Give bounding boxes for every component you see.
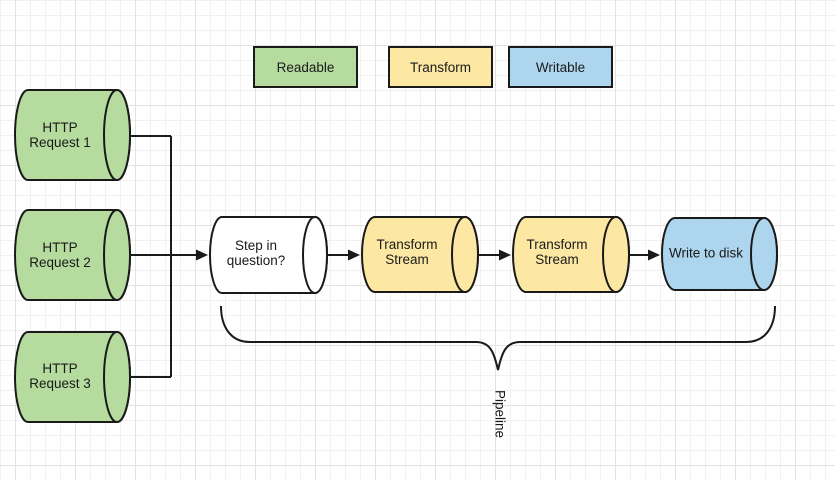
arrowheads: [196, 249, 660, 261]
arrowhead-to-disk: [648, 249, 660, 261]
pipeline-label: Pipeline: [492, 389, 508, 439]
node-http-request-2[interactable]: [14, 209, 131, 301]
node-http-request-3[interactable]: [14, 331, 131, 423]
node-transform-stream-2[interactable]: [512, 216, 630, 293]
pipeline-brace: [220, 305, 776, 371]
legend-writable[interactable]: Writable: [508, 46, 613, 88]
connector-lines: [130, 135, 776, 378]
legend-transform[interactable]: Transform: [388, 46, 493, 88]
arrowhead-to-step: [196, 249, 208, 261]
arrowhead-to-transform1: [348, 249, 360, 261]
legend-writable-label: Writable: [535, 59, 586, 75]
legend-readable[interactable]: Readable: [253, 46, 358, 88]
node-transform-stream-1[interactable]: [361, 216, 479, 293]
legend-transform-label: Transform: [409, 59, 471, 75]
arrowhead-to-transform2: [499, 249, 511, 261]
node-http-request-1[interactable]: [14, 89, 131, 181]
legend-readable-label: Readable: [276, 59, 335, 75]
node-step-in-question[interactable]: [209, 216, 328, 294]
node-write-to-disk[interactable]: [661, 217, 778, 291]
